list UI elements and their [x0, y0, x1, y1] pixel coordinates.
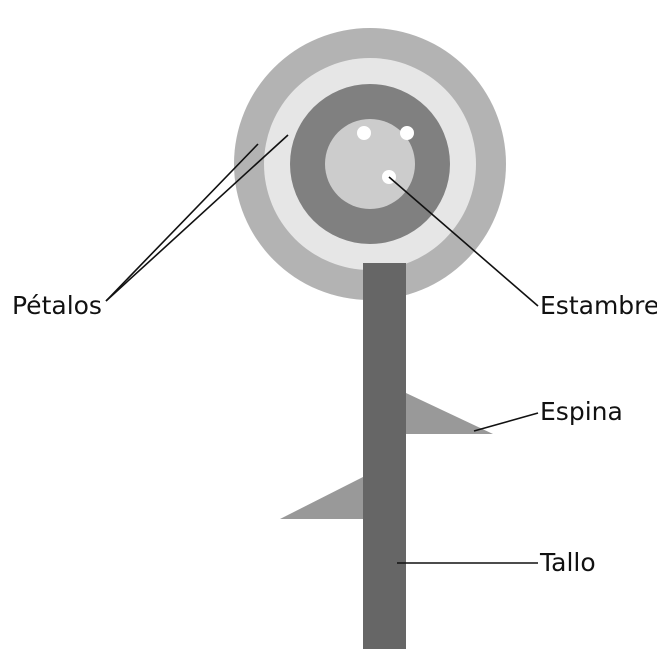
label-thorn: Espina	[540, 397, 623, 426]
thorn-leader	[474, 413, 538, 431]
thorn-left	[280, 477, 363, 519]
stem	[363, 263, 406, 649]
stamen-dot-right	[400, 126, 414, 140]
label-petals: Pétalos	[12, 291, 102, 320]
thorn-right	[406, 393, 493, 434]
label-stem: Tallo	[539, 548, 596, 577]
flower-head	[234, 28, 506, 300]
petals-leader-outer	[106, 144, 258, 301]
stamen-dot-left	[357, 126, 371, 140]
label-stamen: Estambre	[540, 291, 657, 320]
